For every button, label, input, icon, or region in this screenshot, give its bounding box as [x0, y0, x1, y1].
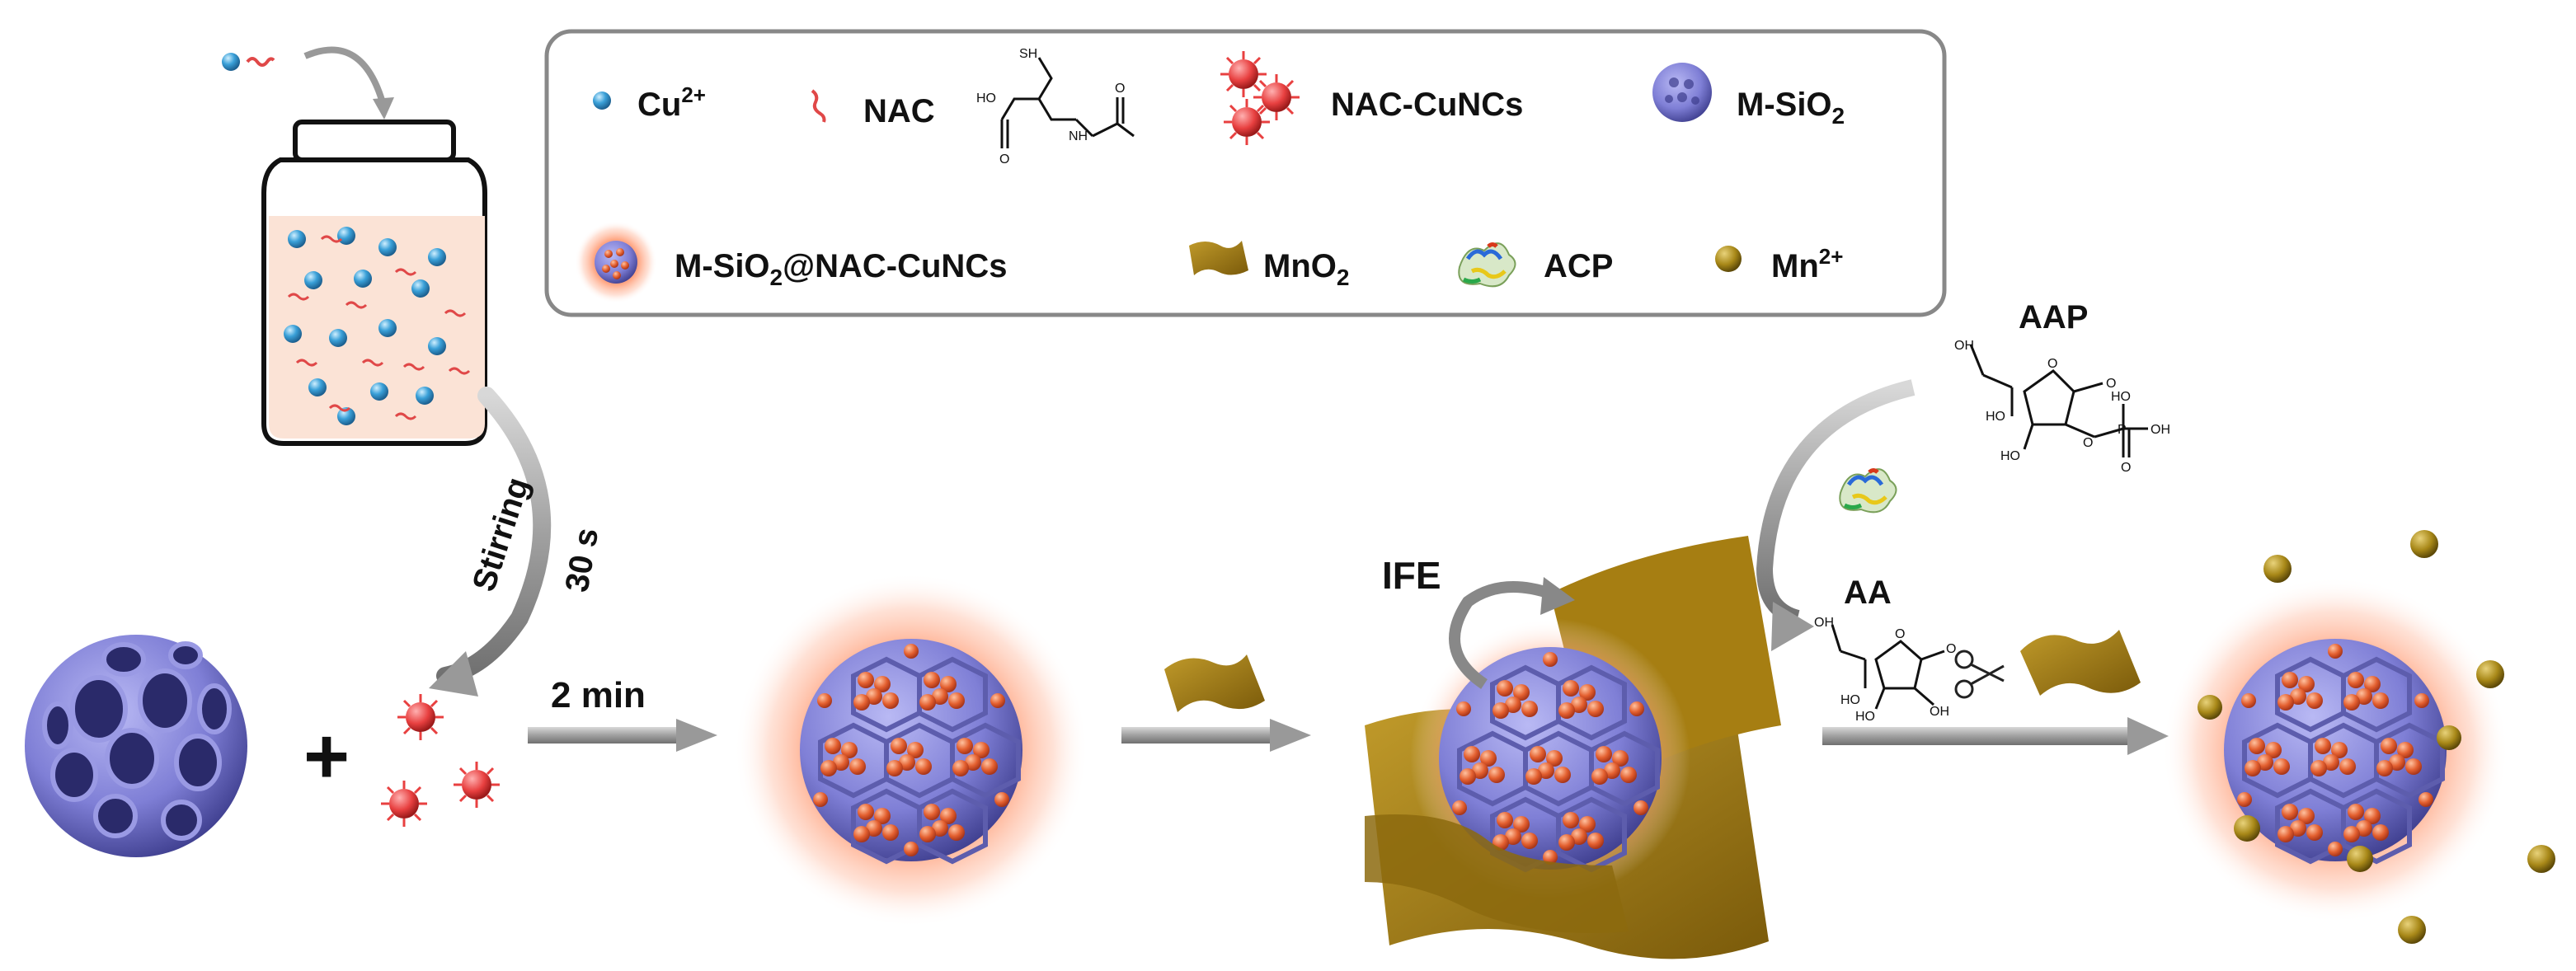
aa-ho2: HO: [1855, 710, 1875, 724]
aap-o-keto: O: [2106, 377, 2116, 391]
nac-cuncs-cluster-group: [379, 692, 501, 828]
nac-cuncs-particle-1: [396, 692, 445, 742]
nac-cuncs-particle-2: [379, 779, 429, 828]
mn-ion-1: [2263, 555, 2292, 583]
msio2-sphere: [25, 635, 247, 857]
aap-ho-p: HO: [2111, 390, 2131, 404]
aa-oh2: OH: [1930, 705, 1949, 719]
nac-ho-label: HO: [976, 91, 996, 106]
aap-structure: AAP OH HO HO O O O HO P OH O: [1954, 299, 2170, 475]
legend-msio2-label: M-SiO2: [1737, 87, 1845, 129]
legend-mn-label: Mn2+: [1771, 244, 1843, 284]
legend-panel: Cu2+ NAC SH HO O NH O: [544, 29, 1947, 317]
jar-contents: [284, 227, 471, 425]
jar-liquid: [269, 216, 485, 439]
legend-item-msio2: M-SiO2: [1652, 63, 1845, 129]
ife-arrow: [1449, 581, 1553, 689]
jar-cu-ion-icon: [222, 53, 240, 71]
aap-oh1: OH: [1954, 339, 1974, 353]
acp-conversion-arrow: [1756, 379, 1916, 651]
jar-feed-arrow: [303, 46, 387, 107]
stir-time-label: 30 s: [559, 525, 606, 594]
ife-label: IFE: [1382, 554, 1441, 597]
mn-ion-5: [2437, 725, 2461, 750]
aap-p: P: [2118, 423, 2127, 437]
mn-ion-icon: [1715, 246, 1742, 272]
ife-assembly: IFE: [1365, 536, 1781, 959]
legend-acp-label: ACP: [1544, 248, 1613, 284]
legend-mno2-label: MnO2: [1263, 248, 1349, 290]
aa-oh1: OH: [1814, 616, 1834, 630]
legend-cu-label: Cu2+: [637, 82, 706, 123]
legend-item-mno2: MnO2: [1189, 241, 1349, 290]
aa-o-keto: O: [1946, 642, 1956, 656]
nac-o-label: O: [999, 152, 1009, 167]
aap-o-link: O: [2083, 436, 2093, 450]
composite-sphere-final: [2162, 577, 2508, 923]
nac-structure: [1000, 57, 1135, 148]
nac-cuncs-particle-3: [452, 760, 501, 809]
cuncs-icon-1: [1219, 49, 1268, 99]
jar-lid: [293, 120, 456, 162]
legend-item-cu: Cu2+: [593, 82, 706, 123]
jar-nac-strand-icon: [246, 57, 275, 67]
mno2-sheet-icon: [1189, 241, 1248, 275]
mix-time-label: 2 min: [551, 675, 646, 715]
nac-strand-icon: [811, 89, 826, 123]
mn-ions: [2198, 530, 2555, 944]
cuncs-icon-2: [1252, 73, 1301, 122]
arrow-2min: 2 min: [528, 675, 717, 752]
nac-sh-label: SH: [1019, 47, 1037, 61]
aa-structure: AA OH HO HO OH O O: [1814, 575, 1956, 724]
aap-ho2: HO: [2000, 449, 2020, 463]
legend-item-composite: M-SiO2@NAC-CuNCs: [575, 221, 1007, 303]
acp-enzyme-step-icon: [1840, 469, 1896, 512]
composite-sphere-1: [734, 573, 1088, 927]
scissors-icon: [1954, 650, 2005, 699]
aap-ho1: HO: [1986, 410, 2005, 424]
mn-ion-7: [2347, 846, 2373, 872]
aap-label: AAP: [2019, 299, 2088, 335]
arrow-final: [1822, 717, 2169, 755]
legend-item-nac: NAC SH HO O NH O: [811, 47, 1135, 167]
legend-item-cuncs: NAC-CuNCs: [1219, 49, 1523, 147]
mn-ion-2: [2410, 530, 2438, 558]
legend-nac-label: NAC: [863, 93, 935, 129]
aap-o-p: O: [2121, 461, 2131, 475]
aap-oh-p: OH: [2151, 423, 2170, 437]
mn-ion-4: [2198, 695, 2222, 720]
plus-sign: +: [303, 712, 350, 800]
mno2-sheet-final: [2020, 630, 2141, 696]
arrow-add-mno2: [1121, 719, 1311, 752]
mn-ion-3: [2476, 660, 2504, 688]
legend-item-acp: ACP: [1459, 243, 1613, 286]
reaction-jar: [222, 46, 487, 446]
legend-item-mn: Mn2+: [1715, 244, 1843, 284]
mno2-sheet-small: [1164, 654, 1265, 712]
nac-o2-label: O: [1115, 82, 1125, 96]
aap-o-ring: O: [2047, 357, 2057, 371]
legend-cuncs-label: NAC-CuNCs: [1331, 87, 1523, 123]
mn-ion-9: [2398, 916, 2426, 944]
cu-ion-icon: [593, 91, 611, 110]
cuncs-icon-3: [1222, 97, 1272, 147]
mno2-sheet-front: [1365, 814, 1629, 933]
aa-label: AA: [1844, 575, 1892, 611]
aa-ho1: HO: [1840, 693, 1860, 707]
mn-ion-6: [2234, 815, 2260, 842]
legend-composite-label: M-SiO2@NAC-CuNCs: [675, 248, 1007, 290]
nac-nh-label: NH: [1069, 129, 1088, 143]
aa-o-ring: O: [1895, 627, 1905, 641]
mn-ion-8: [2527, 845, 2555, 873]
